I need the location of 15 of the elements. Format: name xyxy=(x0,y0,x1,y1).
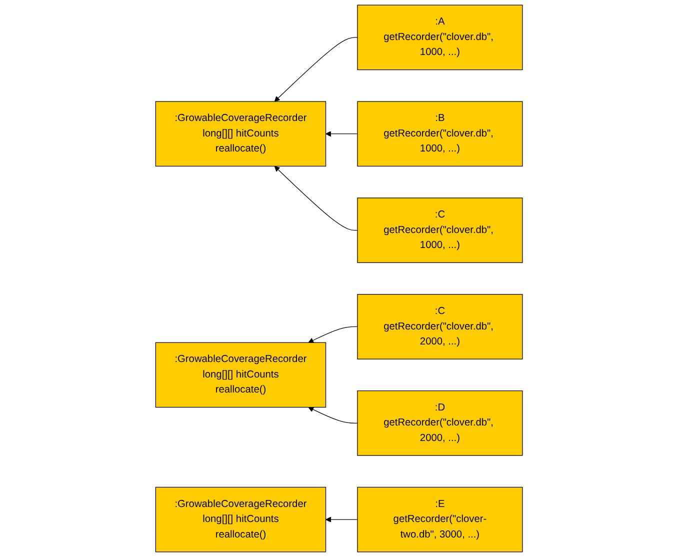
arrow xyxy=(274,166,358,231)
arrow xyxy=(325,516,358,522)
node-box: :GrowableCoverageRecorder long[][] hitCounts reallocate() xyxy=(155,342,326,408)
arrow xyxy=(308,406,358,424)
node-box: :E getRecorder("clover-two.db", 3000, ...) xyxy=(357,486,523,552)
arrow xyxy=(325,131,358,137)
node-box: :A getRecorder("clover.db", 1000, ...) xyxy=(357,4,523,70)
node-box: :GrowableCoverageRecorder long[][] hitCounts reallocate() xyxy=(155,101,326,167)
node-box: :C getRecorder("clover.db", 1000, ...) xyxy=(357,198,523,263)
node-box: :GrowableCoverageRecorder long[][] hitCounts reallocate() xyxy=(155,486,326,552)
node-box: :C getRecorder("clover.db", 2000, ...) xyxy=(357,294,523,360)
arrow xyxy=(274,37,358,102)
arrow xyxy=(308,326,358,343)
node-box: :D getRecorder("clover.db", 2000, ...) xyxy=(357,390,523,456)
node-box: :B getRecorder("clover.db", 1000, ...) xyxy=(357,101,523,167)
